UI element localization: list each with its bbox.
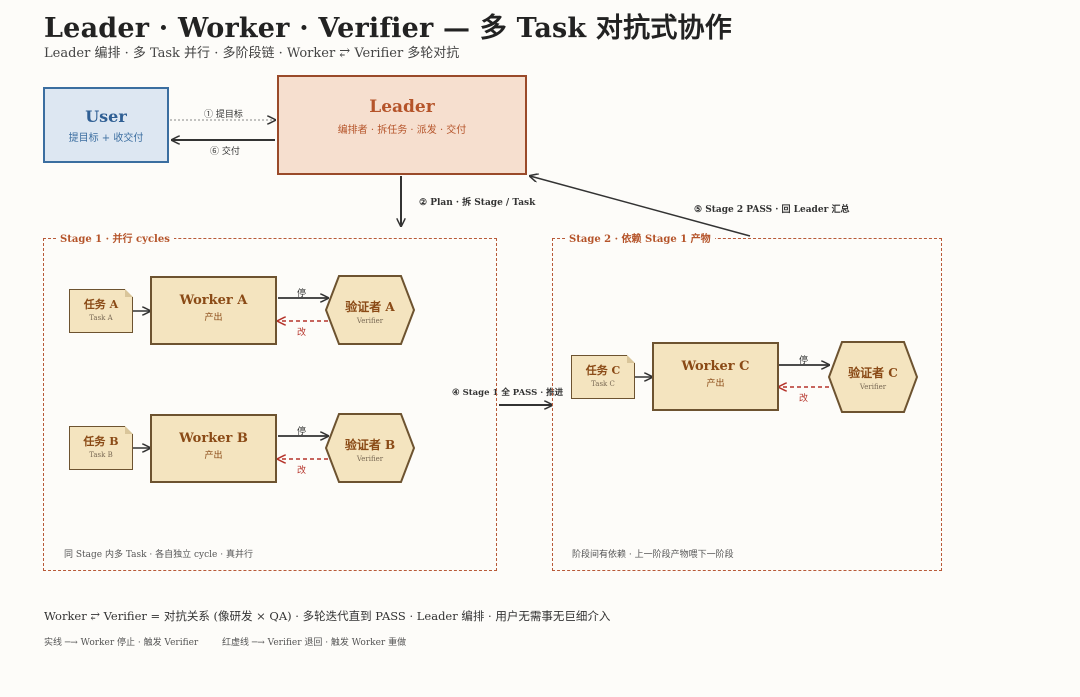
verifier-c-title: 验证者 C: [848, 366, 898, 380]
label-plan: ② Plan · 拆 Stage / Task: [419, 198, 536, 208]
leader-subtitle: 编排者 · 拆任务 · 派发 · 交付: [337, 125, 467, 136]
worker-c-subtitle: 产出: [706, 379, 725, 389]
verifier-c-subtitle: Verifier: [859, 383, 887, 391]
worker-c-title: Worker C: [681, 359, 750, 374]
verifier-c-node: 验证者 C Verifier: [829, 364, 917, 391]
worker-c-node: Worker C 产出: [652, 342, 779, 411]
stage-1-container: Stage 1 · 并行 cycles 同 Stage 内多 Task · 各自…: [43, 230, 497, 571]
verifier-b-title: 验证者 B: [344, 438, 396, 452]
verifier-a-subtitle: Verifier: [356, 317, 384, 325]
page-subtitle: Leader 编排 · 多 Task 并行 · 多阶段链 · Worker ⥂ …: [44, 46, 460, 61]
task-b-subtitle: Task B: [89, 451, 113, 459]
label-stage1-pass: ④ Stage 1 全 PASS · 推进: [452, 388, 564, 398]
note-fold-icon: [125, 426, 133, 434]
label-revise-c: 改: [799, 394, 809, 404]
verifier-a-shape: [324, 275, 416, 345]
verifier-b-shape: [324, 413, 416, 483]
verifier-c-shape: [827, 341, 919, 413]
legend-solid-line: 实线 ─→ Worker 停止 · 触发 Verifier: [44, 638, 199, 648]
verifier-b-subtitle: Verifier: [356, 455, 384, 463]
user-subtitle: 提目标 + 收交付: [68, 133, 144, 144]
leader-title: Leader: [369, 97, 435, 117]
label-revise-a: 改: [297, 328, 307, 338]
task-a-node: 任务 A Task A: [69, 289, 133, 333]
task-b-node: 任务 B Task B: [69, 426, 133, 470]
stage-2-label: Stage 2 · 依赖 Stage 1 产物: [565, 230, 715, 245]
legend-dashed-line: 红虚线 ─→ Verifier 退回 · 触发 Worker 重做: [222, 638, 407, 648]
worker-b-subtitle: 产出: [204, 451, 223, 461]
user-title: User: [85, 107, 127, 126]
label-stop-a: 停: [297, 289, 307, 299]
task-c-title: 任务 C: [585, 364, 621, 377]
user-node: User 提目标 + 收交付: [43, 87, 169, 163]
label-stage2-pass: ⑤ Stage 2 PASS · 回 Leader 汇总: [694, 205, 850, 215]
label-deliver: ⑥ 交付: [210, 147, 240, 157]
note-fold-icon: [627, 355, 635, 363]
label-stop-b: 停: [297, 427, 307, 437]
task-c-node: 任务 C Task C: [571, 355, 635, 399]
task-c-subtitle: Task C: [591, 380, 615, 388]
task-a-title: 任务 A: [83, 298, 119, 311]
worker-b-title: Worker B: [179, 431, 248, 446]
leader-node: Leader 编排者 · 拆任务 · 派发 · 交付: [277, 75, 527, 175]
note-fold-icon: [125, 289, 133, 297]
task-a-subtitle: Task A: [89, 314, 113, 322]
label-submit-goal: ① 提目标: [204, 110, 243, 120]
label-stop-c: 停: [799, 356, 809, 366]
arrow-stage2-pass: [530, 176, 751, 237]
worker-a-title: Worker A: [179, 293, 248, 308]
worker-a-subtitle: 产出: [204, 313, 223, 323]
label-revise-b: 改: [297, 466, 307, 476]
verifier-a-node: 验证者 A Verifier: [326, 298, 414, 325]
stage-2-note: 阶段间有依赖 · 上一阶段产物喂下一阶段: [572, 550, 734, 560]
stage-1-note: 同 Stage 内多 Task · 各自独立 cycle · 真并行: [64, 550, 253, 560]
page-title: Leader · Worker · Verifier — 多 Task 对抗式协…: [44, 13, 732, 44]
verifier-a-title: 验证者 A: [345, 300, 395, 314]
verifier-b-node: 验证者 B Verifier: [326, 436, 414, 463]
footer-summary: Worker ⥂ Verifier = 对抗关系 (像研发 × QA) · 多轮…: [44, 609, 611, 623]
stage-1-label: Stage 1 · 并行 cycles: [56, 230, 174, 245]
worker-a-node: Worker A 产出: [150, 276, 277, 345]
task-b-title: 任务 B: [83, 435, 119, 448]
stage-2-container: Stage 2 · 依赖 Stage 1 产物 阶段间有依赖 · 上一阶段产物喂…: [552, 230, 942, 571]
worker-b-node: Worker B 产出: [150, 414, 277, 483]
